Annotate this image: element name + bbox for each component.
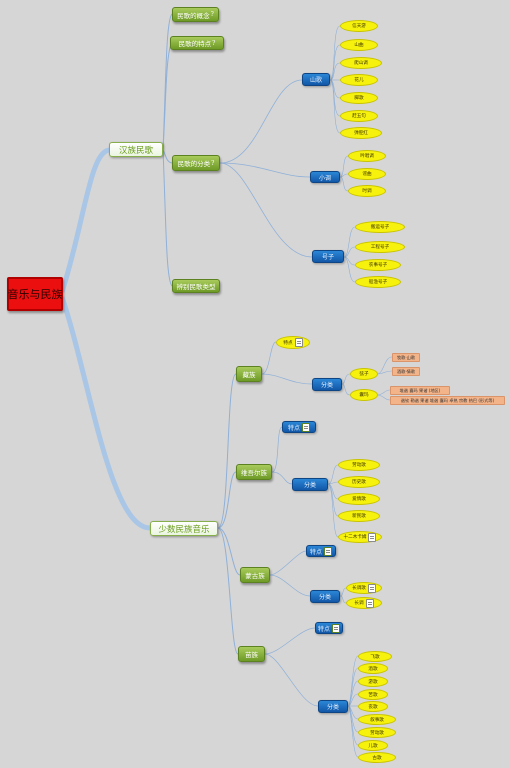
topic-label: 民歌的分类 (177, 160, 211, 168)
leaf-shange[interactable]: 脚歌 (340, 92, 378, 104)
leaf-xiaodiao[interactable]: 吟唱调 (348, 150, 386, 162)
note-icon (368, 532, 377, 542)
leaf-miao[interactable]: 游歌 (358, 676, 388, 687)
topic-folk-song-concept[interactable]: 民歌的概念? (172, 7, 219, 22)
question-icon: ? (211, 159, 215, 167)
note-icon (294, 338, 303, 347)
topic-miao-classification[interactable]: 分类 (318, 700, 348, 713)
leaf-miao[interactable]: 劳动歌 (358, 727, 396, 738)
topic-uyghur[interactable]: 维吾尔族 (236, 464, 272, 480)
topic-label: 民歌的特点 (178, 40, 212, 48)
leaf-haozi[interactable]: 船渔号子 (355, 276, 401, 288)
leaf-miao[interactable]: 古歌 (358, 752, 396, 763)
topic-label: 民歌的概念 (177, 11, 210, 20)
topic-mongolian-feature[interactable]: 特点 (306, 545, 336, 557)
leaf-zang[interactable]: 谐钦 勒谐 果谐 堆谐 囊玛 卓热 宗教 热巴 (形式等) (390, 396, 505, 405)
leaf-zang[interactable]: 酒歌·情歌 (392, 367, 420, 376)
leaf-shange[interactable]: 赶五句 (340, 110, 378, 122)
leaf-mongolian[interactable]: 长调 (346, 597, 382, 609)
note-icon (324, 546, 332, 556)
leaf-miao[interactable]: 酒歌 (358, 663, 388, 674)
topic-label: 特点 (283, 340, 293, 346)
topic-han-folk-songs[interactable]: 汉族民歌 (109, 142, 163, 157)
question-icon: ? (212, 39, 216, 47)
topic-zang-sub1[interactable]: 弦子 (350, 368, 378, 380)
topic-zang[interactable]: 藏族 (236, 366, 262, 382)
topic-mongolian[interactable]: 蒙古族 (240, 567, 270, 583)
leaf-uyghur[interactable]: 新民歌 (338, 510, 380, 522)
leaf-shange[interactable]: 弹腔红 (340, 127, 382, 139)
leaf-shange[interactable]: 信天游 (340, 20, 378, 32)
root-topic[interactable]: 音乐与民族 (7, 277, 63, 311)
topic-xiaodiao[interactable]: 小调 (310, 171, 340, 183)
note-icon (302, 422, 310, 432)
leaf-uyghur[interactable]: 爱情歌 (338, 493, 380, 505)
leaf-miao[interactable]: 叙事歌 (358, 714, 396, 725)
leaf-haozi[interactable]: 工程号子 (355, 241, 405, 253)
topic-miao[interactable]: 苗族 (238, 646, 265, 662)
leaf-haozi[interactable]: 搬运号子 (355, 221, 405, 233)
leaf-shange[interactable]: 花儿 (340, 74, 378, 86)
leaf-zang[interactable]: 堆谐 囊玛 果谐 (地区) (390, 386, 450, 395)
topic-zang-sub2[interactable]: 囊玛 (350, 389, 378, 401)
leaf-xiaodiao[interactable]: 谣曲 (348, 168, 386, 180)
topic-label: 十二木卡姆 (343, 535, 367, 540)
topic-zang-classification[interactable]: 分类 (312, 378, 342, 391)
leaf-uyghur-muqam[interactable]: 十二木卡姆 (338, 531, 382, 543)
topic-label: 特点 (309, 548, 322, 556)
leaf-miao[interactable]: 儿歌 (358, 740, 388, 751)
note-icon (365, 598, 374, 608)
leaf-haozi[interactable]: 农事号子 (355, 259, 401, 271)
leaf-shange[interactable]: 爬山调 (340, 57, 382, 69)
topic-label: 长调 (354, 601, 364, 606)
leaf-miao[interactable]: 丧歌 (358, 701, 388, 712)
leaf-mongolian[interactable]: 长调歌 (346, 582, 382, 594)
leaf-shange[interactable]: 山曲 (340, 39, 378, 51)
leaf-zang[interactable]: 牧歌·山歌 (392, 353, 420, 362)
question-icon: ? (210, 11, 214, 18)
note-icon (332, 623, 340, 633)
topic-shange[interactable]: 山歌 (302, 73, 330, 86)
topic-miao-feature[interactable]: 特点 (315, 622, 343, 634)
topic-uyghur-feature[interactable]: 特点 (282, 421, 316, 433)
leaf-miao[interactable]: 飞歌 (358, 651, 392, 662)
leaf-uyghur[interactable]: 劳动歌 (338, 459, 380, 471)
leaf-miao[interactable]: 苦歌 (358, 689, 388, 700)
leaf-uyghur[interactable]: 历史歌 (338, 476, 380, 488)
topic-zang-feature[interactable]: 特点 (276, 336, 310, 349)
topic-folk-song-traits[interactable]: 民歌的特点? (170, 36, 224, 50)
topic-mongolian-classification[interactable]: 分类 (310, 590, 340, 603)
note-icon (367, 583, 376, 593)
topic-minority-music[interactable]: 少数民族音乐 (150, 521, 218, 536)
topic-label: 特点 (317, 625, 330, 633)
leaf-xiaodiao[interactable]: 时调 (348, 185, 386, 197)
topic-label: 特点 (287, 424, 300, 432)
topic-identify-song-type[interactable]: 辨别民歌类型 (172, 279, 220, 293)
topic-haozi[interactable]: 号子 (312, 250, 344, 263)
topic-uyghur-classification[interactable]: 分类 (292, 478, 328, 491)
topic-label: 长调歌 (352, 586, 366, 591)
topic-folk-song-classification[interactable]: 民歌的分类? (172, 155, 220, 171)
